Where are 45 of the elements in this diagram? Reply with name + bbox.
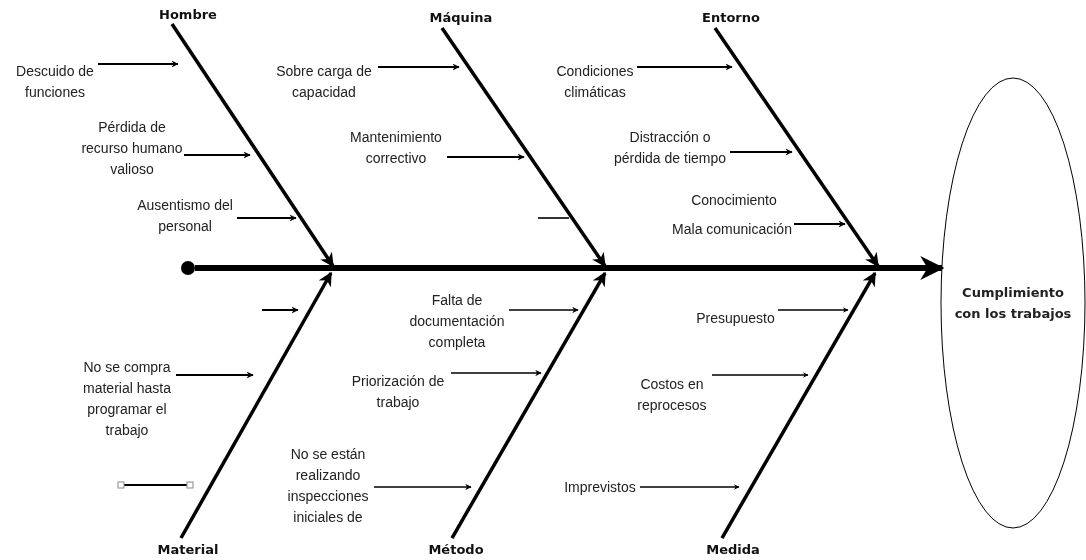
cause-text: Falta de documentación completa <box>405 293 509 349</box>
start-dot <box>181 261 195 275</box>
cause-text: Sobre carga de capacidad <box>270 60 378 104</box>
cause-text: Pérdida de recurso humano valioso <box>80 116 184 180</box>
arrow <box>711 372 809 378</box>
category-label: Material <box>148 538 228 560</box>
effect-ellipse: Cumplimiento con los trabajos <box>940 77 1086 529</box>
cause-text: Ausentismo del personal <box>133 194 237 238</box>
bone-arrow <box>713 27 880 268</box>
category-label: Medida <box>698 538 768 560</box>
arrow <box>793 220 846 228</box>
arrow <box>508 306 579 314</box>
arrow <box>450 369 542 377</box>
arrow <box>636 63 733 71</box>
arrow <box>175 371 254 379</box>
cause-text: Conocimiento <box>690 190 778 210</box>
cause-text: Mala comunicación <box>670 214 794 244</box>
category-label: Entorno <box>695 6 767 28</box>
bone-arrow <box>170 23 335 268</box>
arrow <box>729 148 793 156</box>
category-label: Máquina <box>420 6 502 28</box>
cause-text: Imprevistos <box>560 474 640 500</box>
category-label: Método <box>418 538 494 560</box>
arrow <box>777 307 849 313</box>
category-label: Hombre <box>150 4 226 24</box>
arrow <box>446 153 525 161</box>
bone-arrow <box>440 27 607 268</box>
arrow <box>377 63 460 71</box>
arrow <box>236 214 297 222</box>
cause-text: Condiciones climáticas <box>553 60 637 104</box>
bone-arrow <box>179 271 333 539</box>
cause-text: Mantenimiento correctivo <box>345 126 447 170</box>
cause-text: Descuido de funciones <box>12 60 98 104</box>
arrow <box>97 60 179 68</box>
bone-arrow <box>450 271 607 539</box>
cause-text: No se compra material hasta programar el trabajo <box>78 356 176 442</box>
cause-text: Costos en reprocesos <box>632 366 712 424</box>
arrow <box>373 483 472 491</box>
cause-text: No se están realizando inspecciones iniciales de <box>282 443 374 529</box>
cause-text: Presupuesto <box>693 300 778 336</box>
arrow <box>183 151 251 159</box>
bone-arrow <box>720 271 877 539</box>
cause-text: Priorización de trabajo <box>345 364 451 420</box>
arrow <box>639 484 740 490</box>
cause-text: Distracción o pérdida de tiempo <box>610 126 730 170</box>
